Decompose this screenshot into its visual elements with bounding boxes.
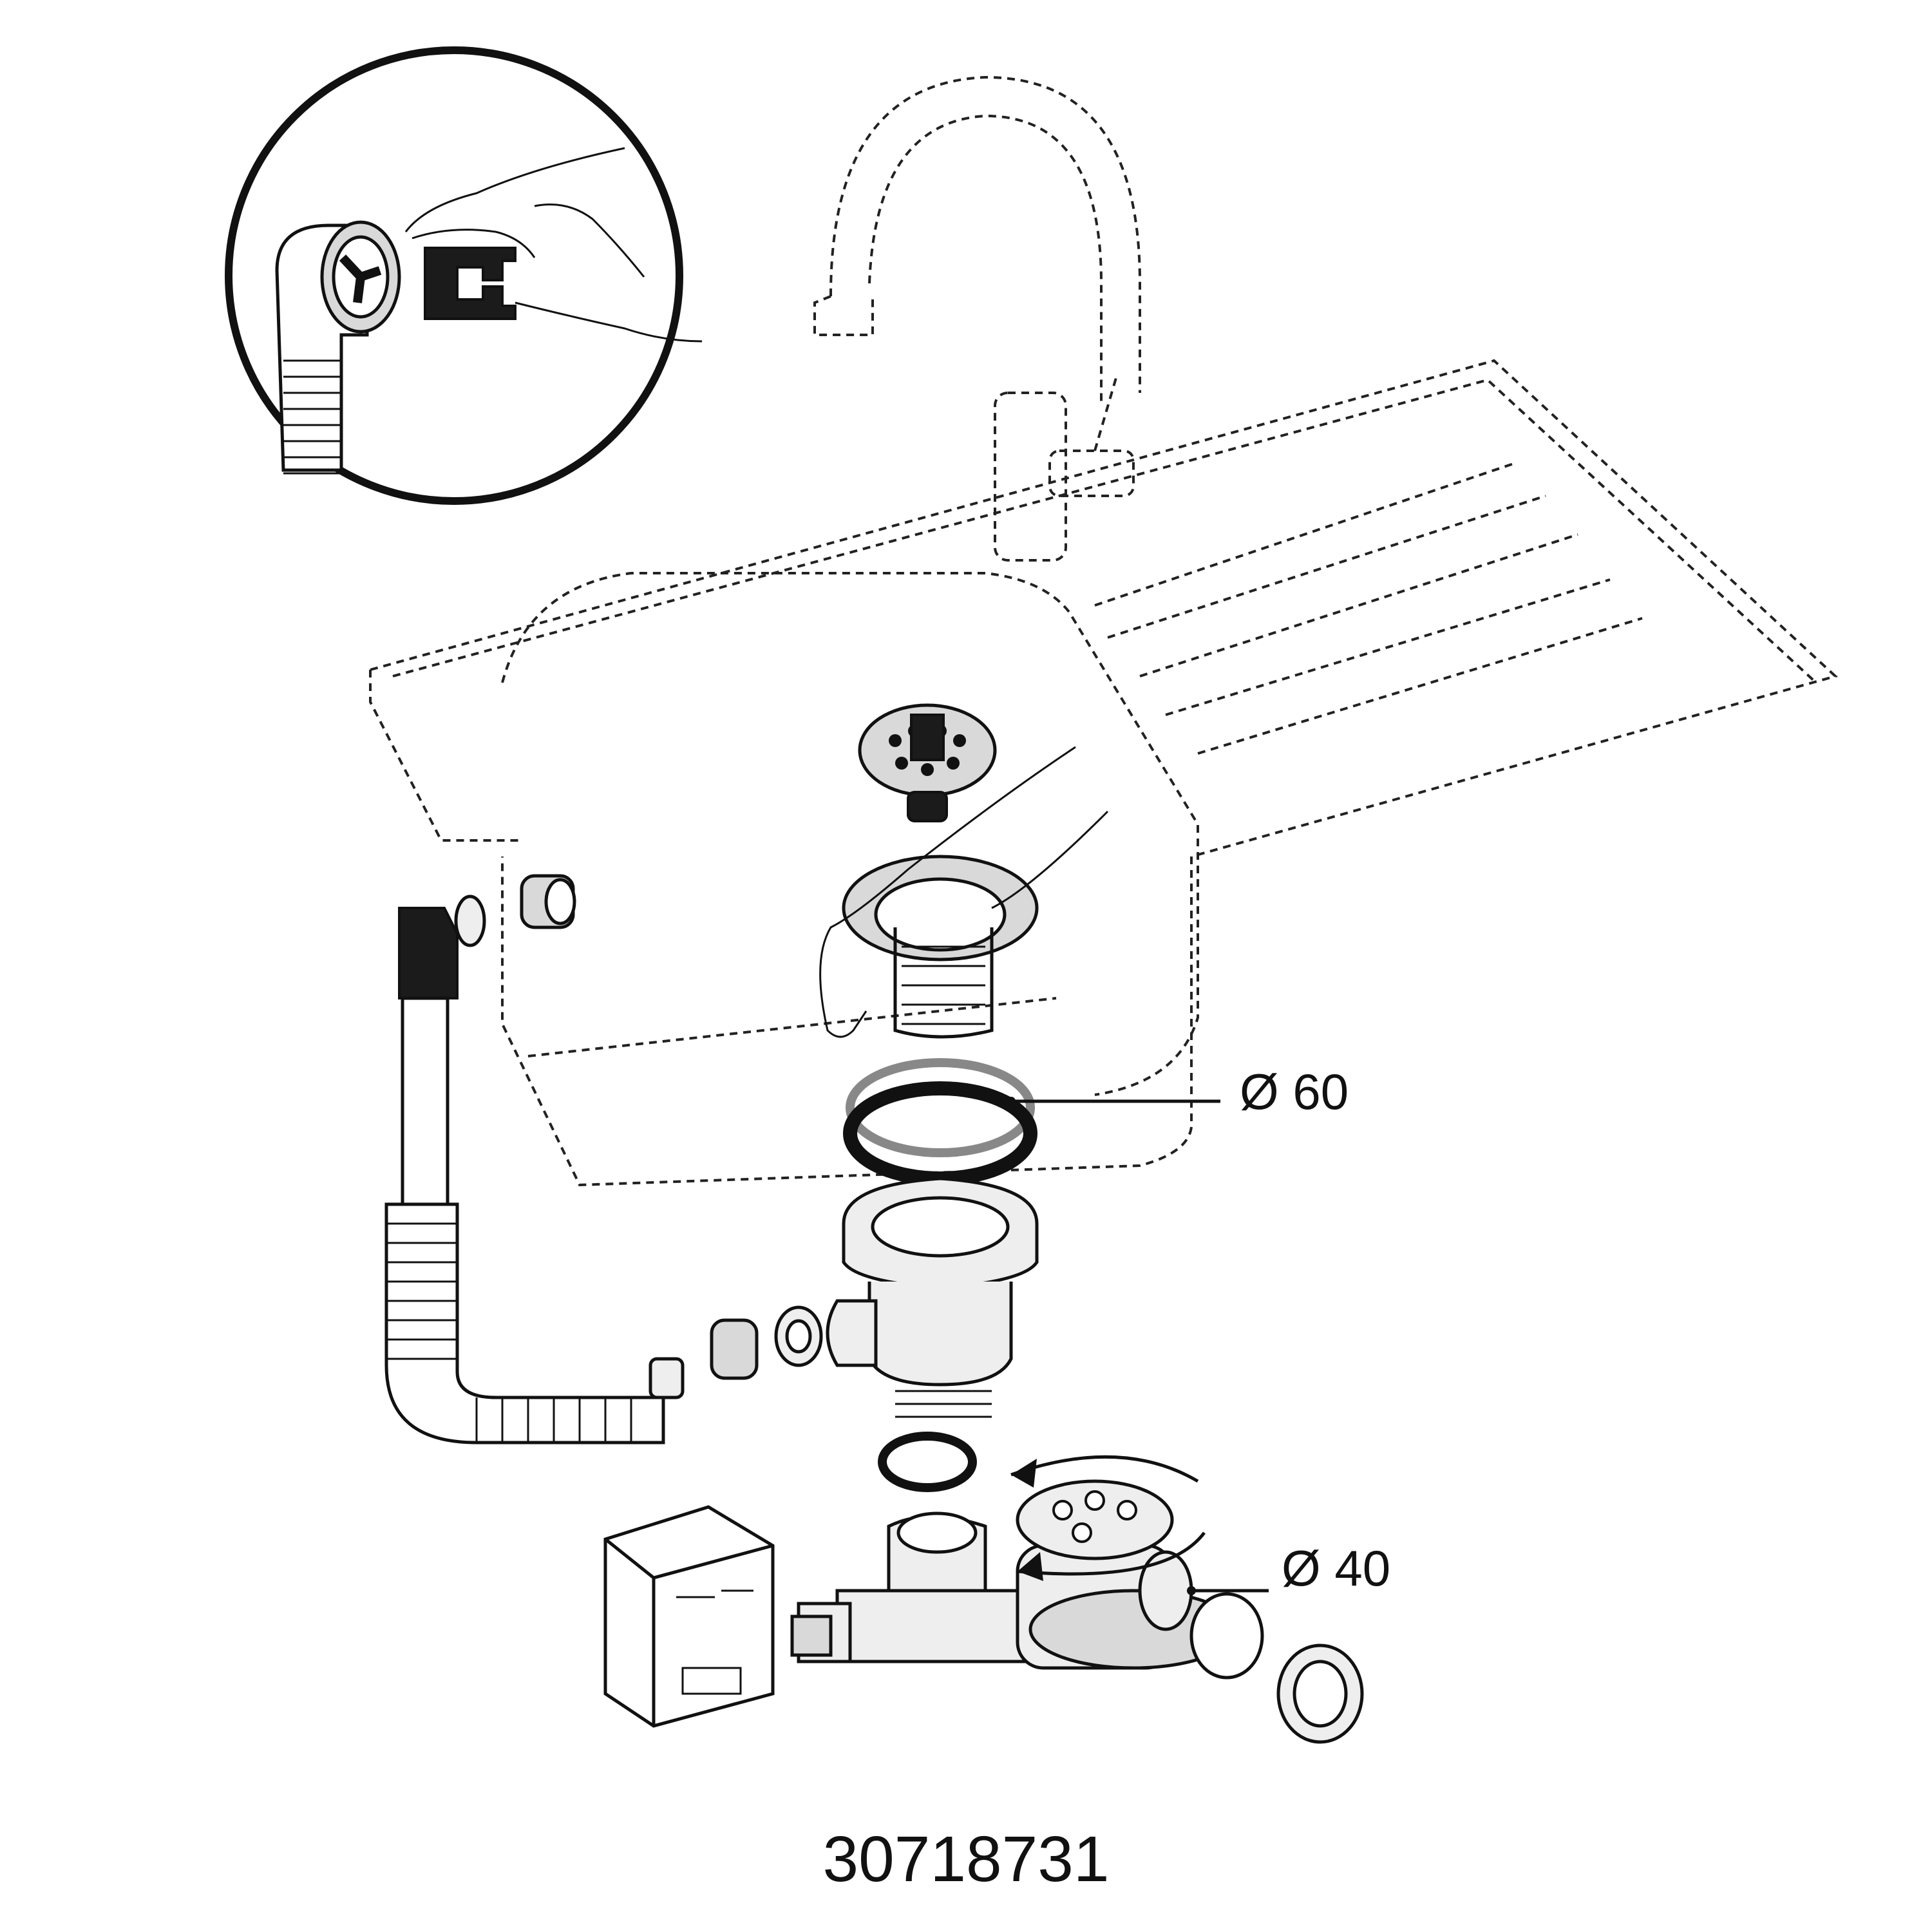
diameter-60-label: Ø 60 (1240, 1063, 1349, 1120)
drainboard-grooves (1094, 462, 1643, 755)
product-code: 30718731 (822, 1823, 1110, 1895)
washing-machine-icon (603, 1505, 775, 1728)
overflow-hose (384, 874, 685, 1444)
detail-inset (225, 46, 703, 505)
hose-corrugations (386, 1222, 632, 1443)
inset-key-tool (424, 247, 516, 320)
strainer-spokes (339, 254, 382, 303)
strainer-basket (858, 703, 997, 822)
sink-outline (369, 359, 1838, 1187)
sink-flange-assembly (819, 746, 1109, 1039)
drain-body (826, 1177, 1039, 1418)
inset-elbow-hose (275, 220, 401, 475)
inset-hand-icon (404, 147, 703, 343)
side-connector-parts (710, 1305, 823, 1380)
faucet-outline (813, 75, 1141, 562)
rotate-arrow-top (1010, 1455, 1199, 1483)
bottle-trap (790, 1455, 1364, 1744)
rotate-arrow-bottom (1017, 1531, 1206, 1576)
trap-gasket (878, 1432, 977, 1492)
flange-gasket (843, 1058, 1220, 1186)
hand-holding-strainer (819, 746, 1109, 1038)
diameter-40-label: Ø 40 (1282, 1540, 1391, 1596)
